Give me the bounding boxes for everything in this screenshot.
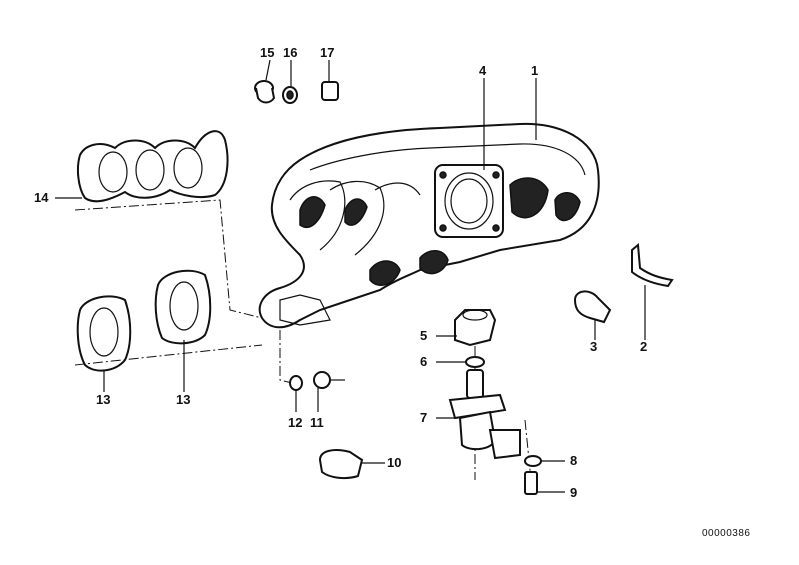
label-14: 14 xyxy=(34,190,49,205)
washer-16 xyxy=(282,86,298,104)
label-4: 4 xyxy=(479,63,487,78)
bracket-2 xyxy=(631,243,674,288)
label-11: 11 xyxy=(310,415,324,430)
clip-10 xyxy=(318,449,364,480)
label-12: 12 xyxy=(288,415,303,430)
throttle-flange xyxy=(434,164,504,238)
screw-9 xyxy=(524,471,538,495)
nozzle-5 xyxy=(454,309,497,347)
gasket-13-right xyxy=(154,269,212,345)
intake-manifold xyxy=(258,122,600,329)
seal-6 xyxy=(465,356,485,368)
label-15: 15 xyxy=(260,45,275,60)
gasket-13-left xyxy=(76,295,132,372)
label-9: 9 xyxy=(570,485,578,500)
washer-12 xyxy=(289,375,303,391)
alignment-line xyxy=(74,199,263,319)
label-10: 10 xyxy=(387,455,402,470)
label-13-left: 13 xyxy=(96,392,111,407)
label-6: 6 xyxy=(420,354,428,369)
diagram-code: 00000386 xyxy=(702,528,751,539)
valve-7 xyxy=(448,369,521,460)
grommet-3 xyxy=(573,290,612,324)
label-5: 5 xyxy=(420,328,428,343)
label-2: 2 xyxy=(640,339,648,354)
label-3: 3 xyxy=(590,339,598,354)
label-7: 7 xyxy=(420,410,428,425)
label-13-right: 13 xyxy=(176,392,191,407)
leader-lines xyxy=(55,59,646,493)
sleeve-15 xyxy=(254,80,276,104)
label-1: 1 xyxy=(531,63,539,78)
alignment-line xyxy=(74,344,263,366)
label-16: 16 xyxy=(283,45,298,60)
gasket-14 xyxy=(76,130,229,203)
stud-17 xyxy=(321,81,339,101)
label-17: 17 xyxy=(320,45,335,60)
washer-8 xyxy=(524,455,542,467)
nut-11 xyxy=(313,371,331,389)
label-8: 8 xyxy=(570,453,578,468)
